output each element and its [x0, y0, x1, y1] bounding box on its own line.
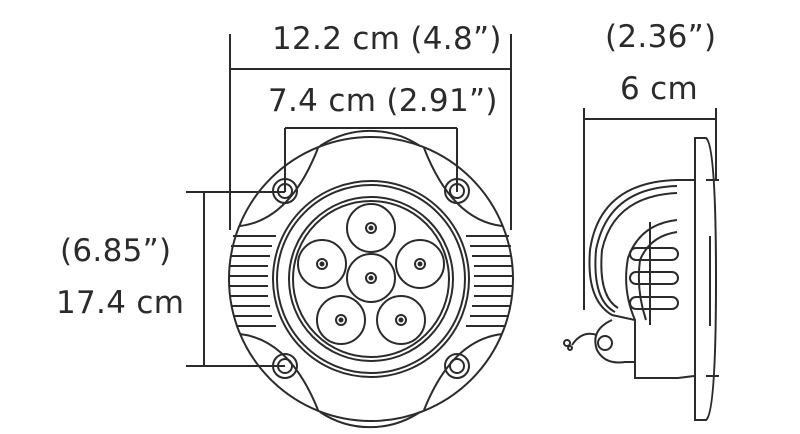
side-view-light	[563, 137, 719, 421]
bolt-spacing-horizontal-label: 7.4 cm (2.91”)	[268, 83, 498, 119]
bolt-spacing-vertical-imperial-label: (6.85”)	[60, 233, 172, 269]
dimension-overall-width	[229, 34, 512, 230]
bolt-holes	[272, 178, 470, 379]
led-array	[297, 203, 445, 345]
overall-width-label: 12.2 cm (4.8”)	[272, 21, 502, 57]
front-view-light	[228, 129, 514, 429]
bolt-spacing-vertical-metric-label: 17.4 cm	[56, 285, 185, 321]
depth-imperial-label: (2.36”)	[605, 19, 717, 55]
dimension-bolt-spacing-horizontal	[284, 127, 458, 192]
dimension-depth	[583, 108, 717, 310]
cooling-fins-left	[230, 235, 276, 327]
cooling-fins-right	[466, 235, 512, 327]
depth-metric-label: 6 cm	[620, 71, 699, 107]
dimension-bolt-spacing-vertical	[186, 191, 285, 367]
